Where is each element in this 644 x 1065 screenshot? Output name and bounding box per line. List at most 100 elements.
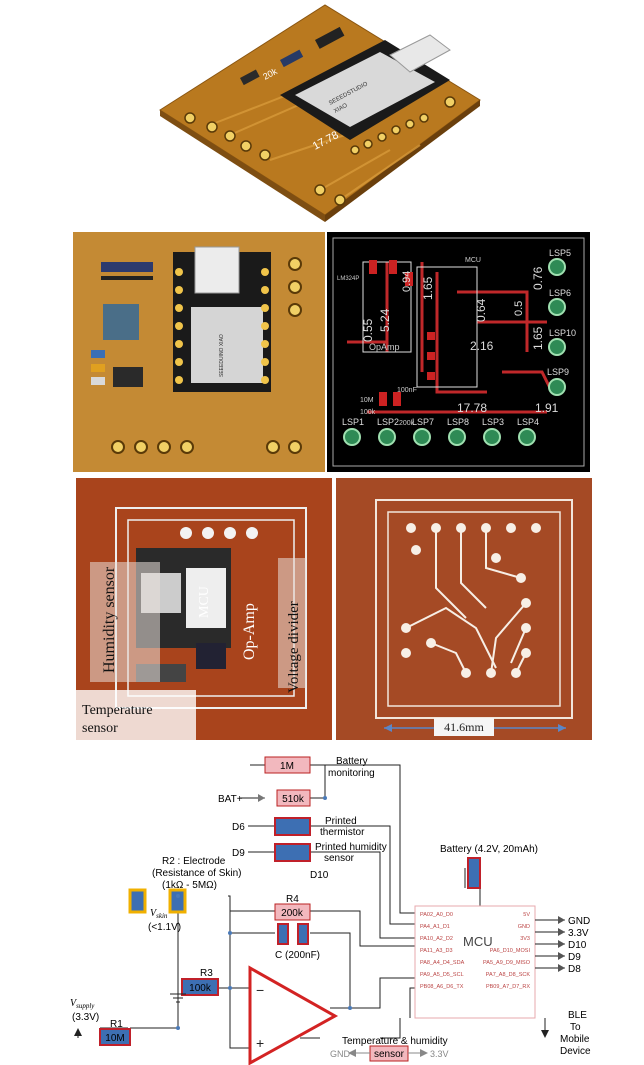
mcu-left-pin: PA4_A1_D1 bbox=[420, 924, 450, 930]
pcb-dim: 5.24 bbox=[378, 308, 392, 332]
pcb-pad-label: LSP6 bbox=[549, 288, 571, 298]
r3-value: 100k bbox=[189, 983, 212, 994]
pcb-mcu-label: MCU bbox=[465, 257, 481, 264]
thermistor-box bbox=[274, 817, 311, 836]
pcb-pad-label: LSP10 bbox=[549, 328, 576, 338]
opamp-plus: + bbox=[256, 1035, 264, 1051]
vskin-sub: skin bbox=[156, 912, 168, 920]
pcb-dim: 17.78 bbox=[457, 401, 487, 415]
battery-monitoring-label: Battery monitoring bbox=[328, 756, 375, 779]
mcu-left-pin: PA9_A5_D5_SCL bbox=[420, 972, 464, 978]
cap-right bbox=[297, 923, 309, 945]
temperature-sensor-line1: Temperature bbox=[82, 703, 153, 718]
battery-monitoring-line2: monitoring bbox=[328, 768, 375, 779]
thermistor-line1: Printed bbox=[325, 816, 357, 827]
r2-sub1: (Resistance of Skin) bbox=[152, 868, 241, 879]
thermistor-line2: thermistor bbox=[320, 827, 365, 838]
photo-bare-board: 41.6mm bbox=[336, 478, 592, 740]
r4-label: R4 bbox=[286, 894, 299, 905]
pcb-lm324-label: LM324P bbox=[337, 276, 359, 282]
out-33: 3.3V bbox=[568, 928, 589, 939]
d6-label: D6 bbox=[232, 822, 245, 833]
pcb-pad bbox=[548, 338, 566, 356]
cap-left bbox=[277, 923, 289, 945]
sensor-33: 3.3V bbox=[430, 1049, 449, 1059]
resistor-r4 bbox=[274, 903, 311, 921]
pcb-dim: 1.65 bbox=[531, 326, 545, 350]
module-text: SEEEDUINO XIAO bbox=[219, 334, 225, 377]
mcu-label: MCU bbox=[463, 934, 493, 949]
humidity-label: Printed humidity sensor bbox=[315, 842, 389, 864]
pcb-pad bbox=[548, 258, 566, 276]
mcu-right-pin: PB09_A7_D7_RX bbox=[486, 984, 530, 990]
mcu-left-pin: PA11_A3_D3 bbox=[420, 948, 453, 954]
vskin-range: (<1.1V) bbox=[148, 922, 181, 933]
humidity-sensor-box bbox=[274, 843, 311, 862]
cap-label: C (200nF) bbox=[275, 950, 320, 961]
mcu-right-pin: 5V bbox=[523, 912, 530, 918]
photo-assembled: Humidity sensor MCU Op-Amp Voltage divid… bbox=[76, 478, 332, 740]
pcb-pad bbox=[378, 428, 396, 446]
ble-device2: Device bbox=[560, 1046, 591, 1057]
ble-device1: Mobile bbox=[560, 1034, 590, 1045]
pcb-pad-label: LSP2 bbox=[377, 417, 399, 427]
out-gnd: GND bbox=[568, 916, 590, 927]
pcb-pad bbox=[548, 378, 566, 396]
vskin-v: V bbox=[150, 908, 158, 919]
r1-value: 10M bbox=[105, 1033, 124, 1044]
pcb-10m-label: 10M bbox=[360, 397, 374, 404]
resistor-1m-label: 1M bbox=[280, 761, 294, 772]
pcb-pad-label: LSP5 bbox=[549, 248, 571, 258]
d9-label: D9 bbox=[232, 848, 245, 859]
opamp-minus: − bbox=[256, 982, 264, 998]
pcb-dim: 0.55 bbox=[361, 318, 375, 342]
battery-monitoring-line1: Battery bbox=[336, 756, 368, 767]
mcu-right-pin: GND bbox=[518, 924, 530, 930]
vsupply-v: V bbox=[70, 998, 78, 1009]
humidity-line2: sensor bbox=[324, 853, 355, 864]
pcb-pad-label: LSP8 bbox=[447, 417, 469, 427]
pcb-dim: 0.5 bbox=[513, 301, 525, 316]
pcb-top-view: SEEEDUINO XIAO bbox=[73, 232, 325, 472]
pcb-dim: 1.65 bbox=[421, 276, 435, 300]
board-dimension-label: 41.6mm bbox=[444, 720, 484, 734]
electrode-right bbox=[168, 888, 187, 914]
mcu-right-pin: PA7_A8_D8_SCK bbox=[486, 972, 531, 978]
r2-sub2: (1kΩ - 5MΩ) bbox=[162, 880, 217, 891]
resistor-510k-label: 510k bbox=[282, 794, 305, 805]
out-d8: D8 bbox=[568, 964, 581, 975]
resistor-510k bbox=[276, 789, 311, 807]
pcb-pad-label: LSP7 bbox=[412, 417, 434, 427]
op-amp-symbol bbox=[248, 965, 339, 1065]
vsupply-value: (3.3V) bbox=[72, 1012, 99, 1023]
resistor-r3 bbox=[181, 978, 219, 996]
temperature-sensor-line2: sensor bbox=[82, 721, 118, 736]
pcb-pad bbox=[518, 428, 536, 446]
pcb-3d-render: SEEEDSTUDIO XIAO 20k 17.78 bbox=[150, 0, 490, 222]
resistor-r1 bbox=[99, 1028, 131, 1046]
resistor-1m bbox=[264, 756, 311, 774]
out-d10: D10 bbox=[568, 940, 587, 951]
vsupply-label: Vsupply bbox=[70, 998, 95, 1010]
pcb-pad-label: LSP1 bbox=[342, 417, 364, 427]
pcb-pad bbox=[483, 428, 501, 446]
pcb-pad bbox=[448, 428, 466, 446]
mcu-block bbox=[414, 905, 536, 1019]
pcb-pad-label: LSP4 bbox=[517, 417, 539, 427]
battery-label: Battery (4.2V, 20mAh) bbox=[440, 844, 538, 855]
temp-humidity-sensor-label: sensor bbox=[374, 1049, 405, 1060]
sensor-gnd: GND bbox=[330, 1049, 351, 1059]
pcb-100nf-label: 100nF bbox=[397, 387, 417, 394]
ble-to: To bbox=[570, 1022, 581, 1033]
humidity-sensor-label: Humidity sensor bbox=[101, 566, 118, 673]
mcu-right-pin: 3V3 bbox=[520, 936, 530, 942]
electrode-left bbox=[128, 888, 147, 914]
battery-box bbox=[467, 857, 481, 889]
r1-label: R1 bbox=[110, 1019, 123, 1030]
circuit-schematic: 1M Battery monitoring BAT+ 510k D6 Print… bbox=[70, 748, 610, 1065]
d10-label: D10 bbox=[310, 870, 329, 881]
r3-label: R3 bbox=[200, 968, 213, 979]
pcb-pad bbox=[548, 298, 566, 316]
mcu-left-pin: PB08_A6_D6_TX bbox=[420, 984, 464, 990]
vsupply-sub: supply bbox=[76, 1002, 95, 1010]
